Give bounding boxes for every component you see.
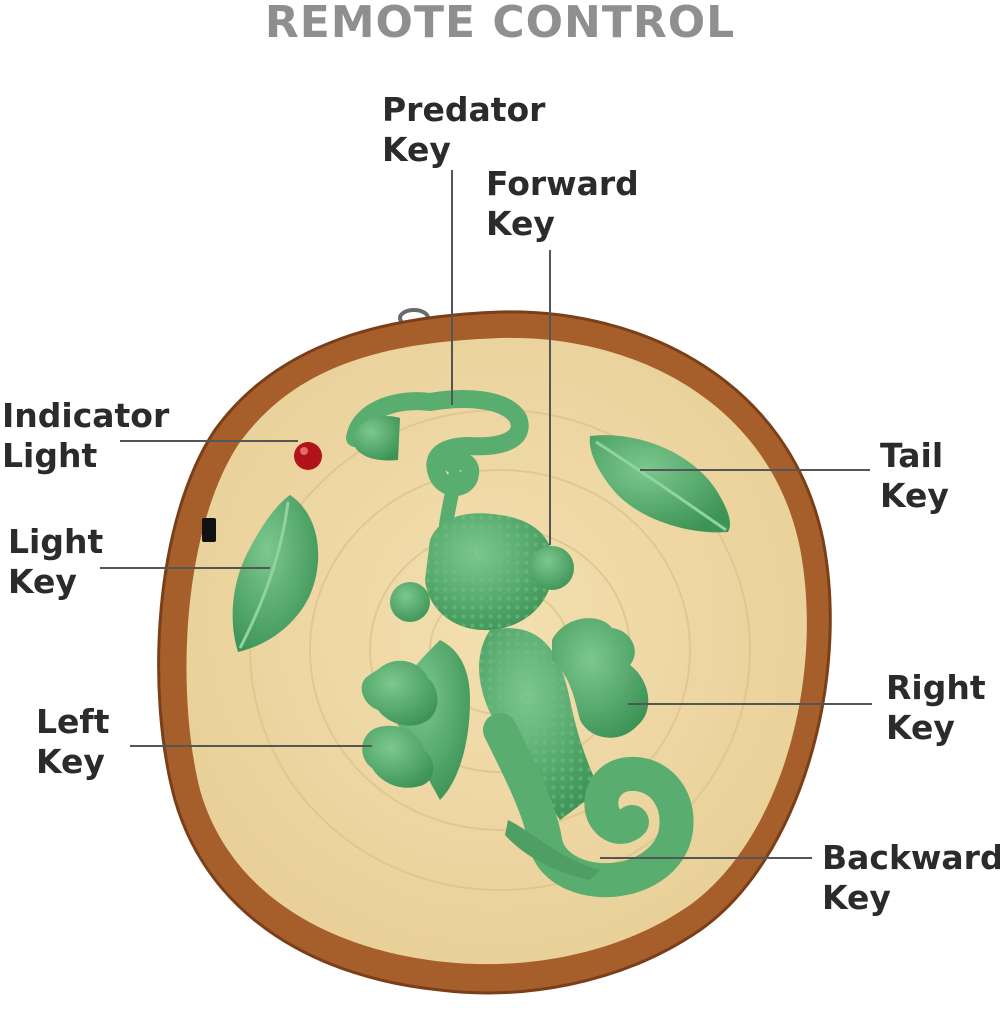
- label-left-key: Left Key: [36, 702, 110, 781]
- label-tail-key: Tail Key: [880, 436, 949, 515]
- label-right-key: Right Key: [886, 668, 986, 747]
- power-switch[interactable]: [202, 518, 216, 542]
- label-light-key: Light Key: [8, 522, 104, 601]
- label-predator-key: Predator Key: [382, 90, 546, 169]
- leader-lines: [100, 170, 872, 859]
- label-forward-key: Forward Key: [486, 164, 639, 243]
- tail-key[interactable]: [589, 435, 730, 533]
- right-key[interactable]: [479, 618, 649, 820]
- backward-key[interactable]: [483, 713, 694, 898]
- left-key[interactable]: [361, 640, 470, 800]
- predator-key[interactable]: [346, 390, 529, 532]
- forward-key[interactable]: [390, 513, 574, 631]
- label-backward-key: Backward Key: [822, 838, 1000, 917]
- label-indicator-light: Indicator Light: [2, 396, 170, 475]
- indicator-light: [294, 442, 322, 470]
- diagram-title: REMOTE CONTROL: [264, 0, 736, 48]
- light-key[interactable]: [232, 495, 319, 652]
